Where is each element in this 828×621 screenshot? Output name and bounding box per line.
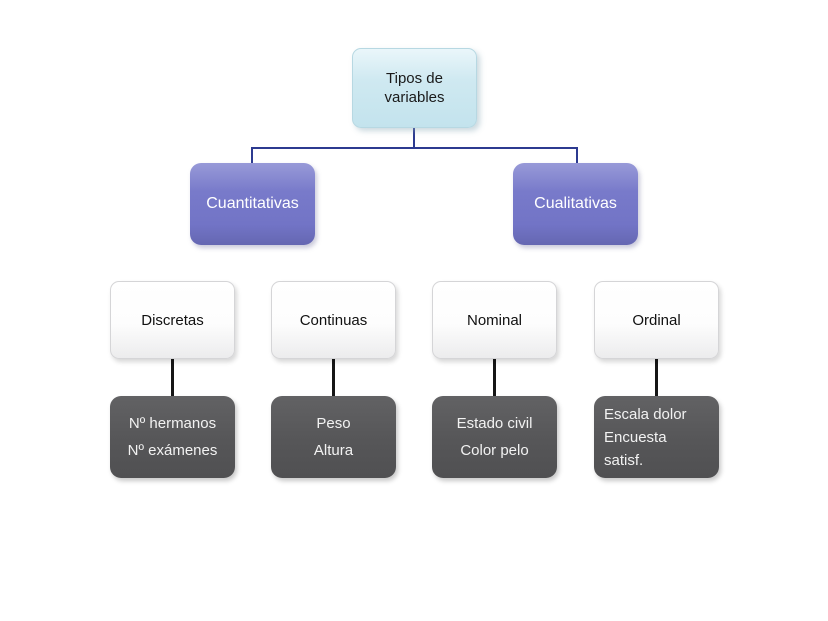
connector-ordinal-examples (655, 359, 658, 396)
node-cuantitativas: Cuantitativas (190, 163, 315, 245)
node-cualitativas-label: Cualitativas (534, 195, 617, 212)
connector-continuas-examples (332, 359, 335, 396)
connector-drop-cualitativas (576, 147, 578, 164)
node-nominal-examples: Estado civil Color pelo (432, 396, 557, 478)
node-tipos-de-variables: Tipos de variables (352, 48, 477, 128)
example-line: Color pelo (460, 442, 529, 459)
connector-discretas-examples (171, 359, 174, 396)
node-continuas-examples: Peso Altura (271, 396, 396, 478)
example-line: Encuesta satisf. (604, 429, 667, 469)
node-discretas: Discretas (110, 281, 235, 359)
node-cuantitativas-label: Cuantitativas (206, 195, 299, 212)
node-tipos-de-variables-label: Tipos de variables (384, 70, 445, 106)
connector-drop-cuantitativas (251, 147, 253, 164)
connector-root-horizontal (251, 147, 578, 149)
node-nominal-label: Nominal (466, 311, 523, 329)
node-discretas-label: Discretas (141, 311, 204, 329)
node-discretas-examples: Nº hermanos Nº exámenes (110, 396, 235, 478)
example-line: Nº hermanos (128, 415, 217, 432)
node-ordinal-label: Ordinal (632, 311, 681, 329)
node-continuas: Continuas (271, 281, 396, 359)
example-line: Altura (313, 442, 354, 459)
node-nominal: Nominal (432, 281, 557, 359)
example-line: Nº exámenes (127, 442, 218, 459)
connector-root-stem (413, 128, 415, 148)
example-line: Peso (316, 415, 351, 432)
node-ordinal: Ordinal (594, 281, 719, 359)
example-line: Estado civil (456, 415, 533, 432)
node-ordinal-examples: Escala dolor Encuesta satisf. (594, 396, 719, 478)
node-cualitativas: Cualitativas (513, 163, 638, 245)
node-continuas-label: Continuas (299, 311, 368, 329)
example-line: Escala dolor (604, 406, 687, 423)
connector-nominal-examples (493, 359, 496, 396)
